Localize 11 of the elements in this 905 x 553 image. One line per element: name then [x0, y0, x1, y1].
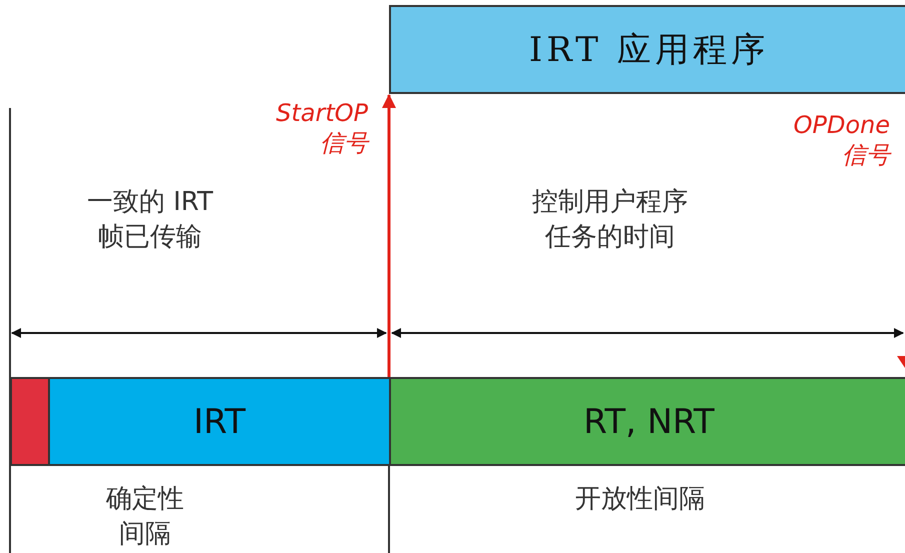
interval-label: 开放性间隔 [574, 483, 706, 516]
signal-arrow [382, 94, 396, 377]
phase-bar: RT, NRT [389, 377, 905, 466]
signal-label: OPDone 信号 [792, 110, 890, 170]
signal-label: StartOP 信号 [275, 98, 368, 158]
application-bar: IRT 应用程序 [389, 5, 905, 94]
phase-note: 控制用户程序任务的时间 [531, 186, 689, 254]
phase-bar: IRT [48, 377, 391, 466]
phase-bar [10, 377, 50, 466]
phase-note: 一致的 IRT帧已传输 [86, 186, 214, 254]
interval-label: 确定性间隔 [105, 483, 185, 551]
